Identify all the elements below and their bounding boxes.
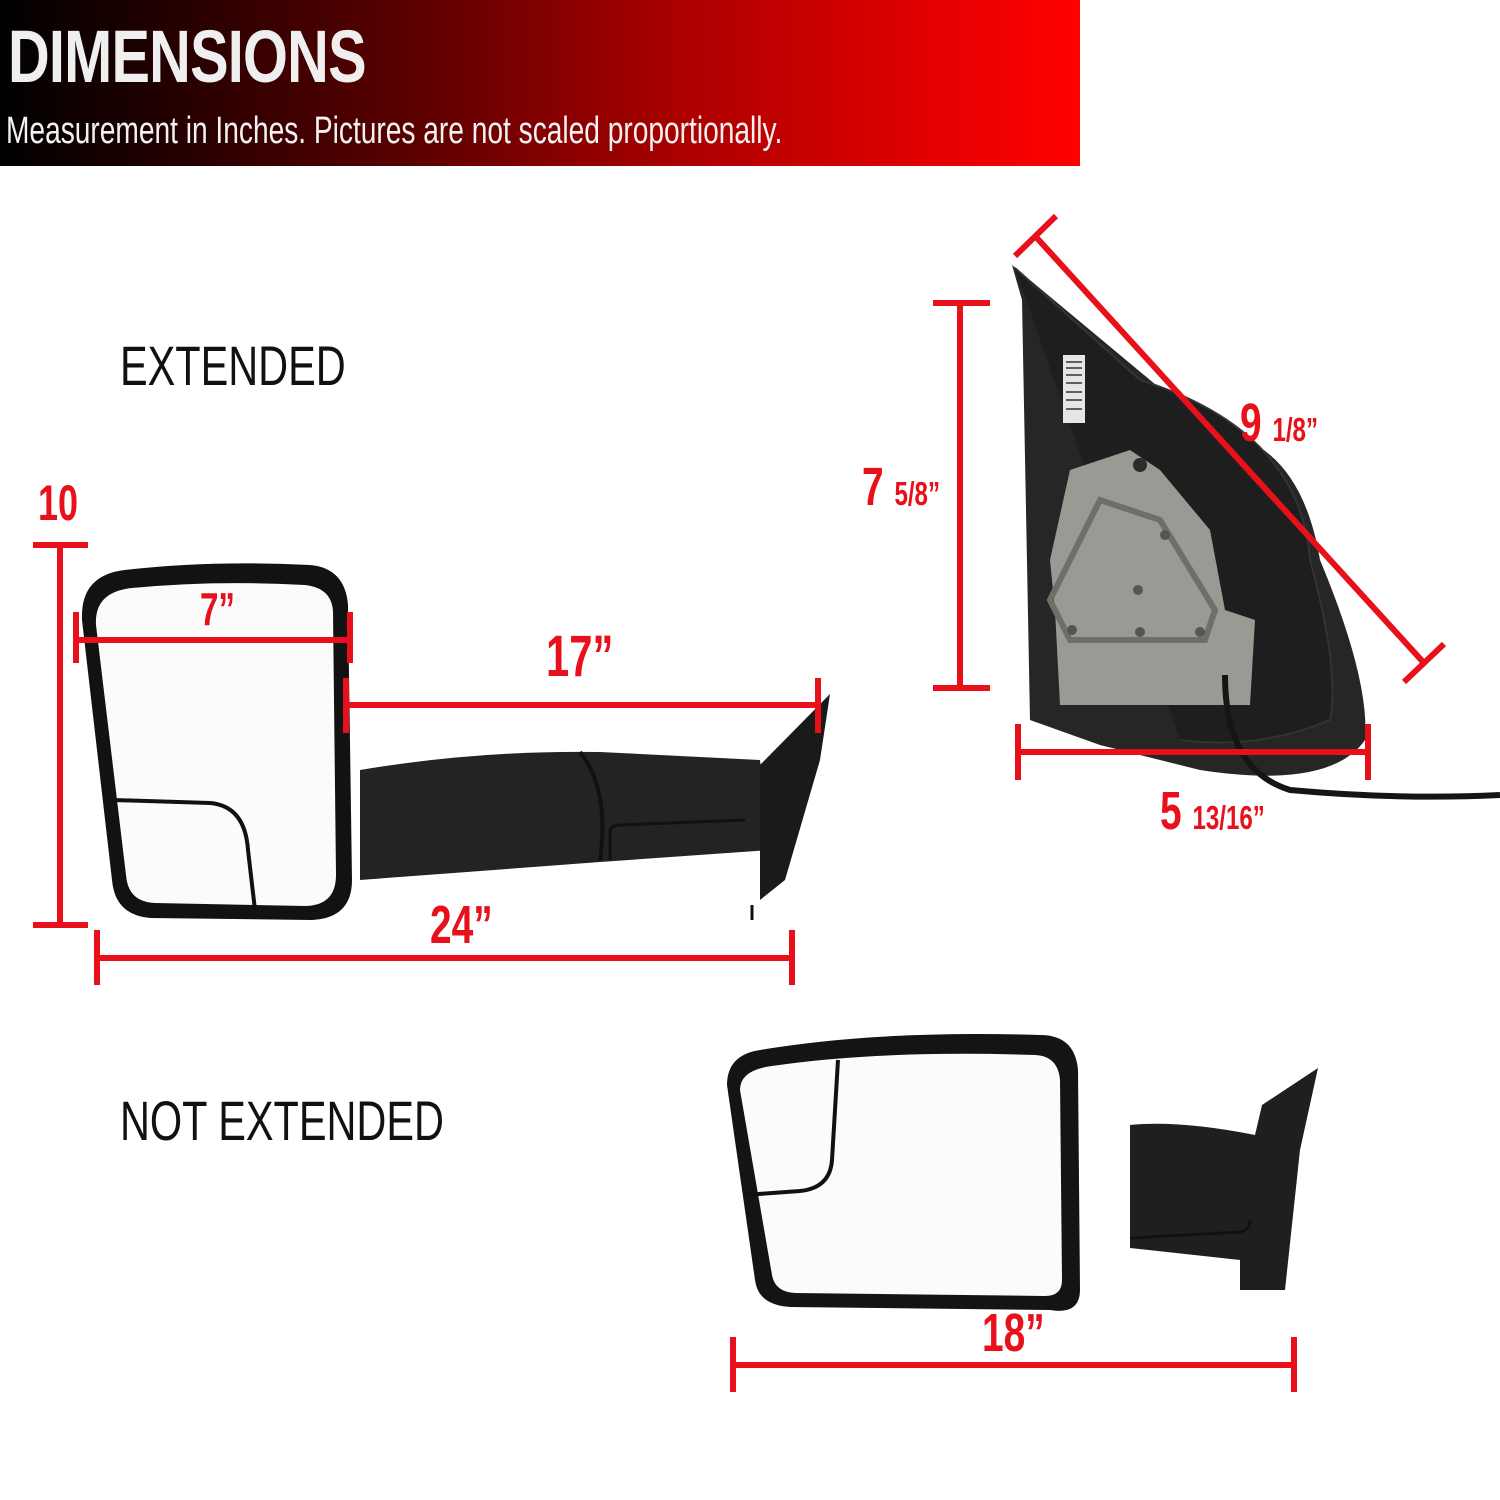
dimension-total-length-extended: 24” xyxy=(430,898,493,952)
dimension-value: 9 xyxy=(1240,393,1262,453)
dimension-fraction: 13/16” xyxy=(1192,800,1265,837)
dimension-value: 24” xyxy=(430,895,493,955)
dimension-value: 10 xyxy=(38,475,79,531)
mount-dimension-lines xyxy=(933,213,1447,780)
dimension-value: 7 xyxy=(862,457,884,517)
dimension-glass-width: 7” xyxy=(200,586,235,632)
page-title: DIMENSIONS xyxy=(8,15,367,98)
dimension-fraction: 5/8” xyxy=(894,476,940,513)
dimension-value: 18” xyxy=(982,1303,1045,1363)
not-extended-mirror-illustration xyxy=(727,1034,1318,1311)
dimension-value: 5 xyxy=(1160,781,1182,841)
dimension-arm-length: 17” xyxy=(546,628,613,686)
section-label-extended: EXTENDED xyxy=(120,334,346,397)
dimension-mount-height: 7 5/8” xyxy=(862,460,940,514)
dimension-value: 7” xyxy=(200,583,235,635)
dimension-mount-base-width: 5 13/16” xyxy=(1160,784,1265,838)
page-subtitle: Measurement in Inches. Pictures are not … xyxy=(6,110,783,152)
section-label-not-extended: NOT EXTENDED xyxy=(120,1089,444,1152)
dimension-total-length-not-extended: 18” xyxy=(982,1306,1045,1360)
dimension-height-extended: 10 xyxy=(38,478,78,528)
dimension-value: 17” xyxy=(546,624,614,689)
header-banner: DIMENSIONS Measurement in Inches. Pictur… xyxy=(0,0,1080,166)
dimension-fraction: 1/8” xyxy=(1272,412,1318,449)
extended-mirror-illustration xyxy=(81,563,830,920)
mount-illustration xyxy=(1012,265,1500,800)
not-extended-dimension-lines xyxy=(730,1337,1297,1392)
barcode-label xyxy=(1063,355,1085,423)
extended-dimension-lines xyxy=(33,542,821,985)
dimension-mount-diagonal: 9 1/8” xyxy=(1240,396,1318,450)
